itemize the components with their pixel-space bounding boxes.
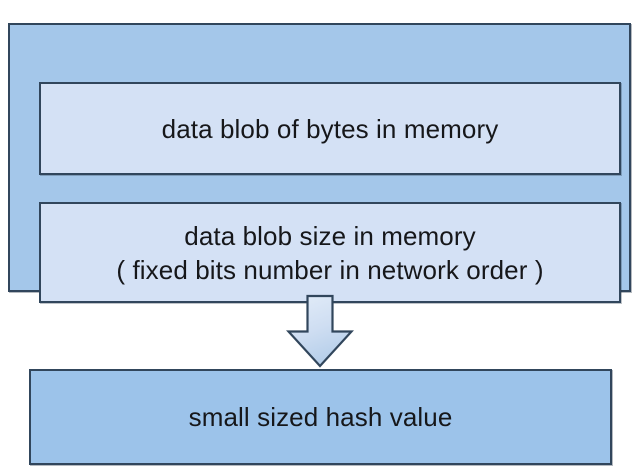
arrow-down-icon <box>286 294 354 368</box>
hash-output-block: small sized hash value <box>29 369 612 465</box>
data-blob-block: data blob of bytes in memory <box>39 82 621 175</box>
hash-output-block-line-1: small sized hash value <box>188 402 453 432</box>
data-blob-size-block: data blob size in memory ( fixed bits nu… <box>39 202 621 303</box>
data-blob-size-block-line-1: data blob size in memory <box>184 220 476 251</box>
data-blob-block-line-1: data blob of bytes in memory <box>161 113 499 144</box>
down-arrow-connector <box>286 294 354 368</box>
data-blob-size-block-line-2: ( fixed bits number in network order ) <box>116 254 544 285</box>
hash-input-group: data blob of bytes in memory data blob s… <box>8 23 631 303</box>
